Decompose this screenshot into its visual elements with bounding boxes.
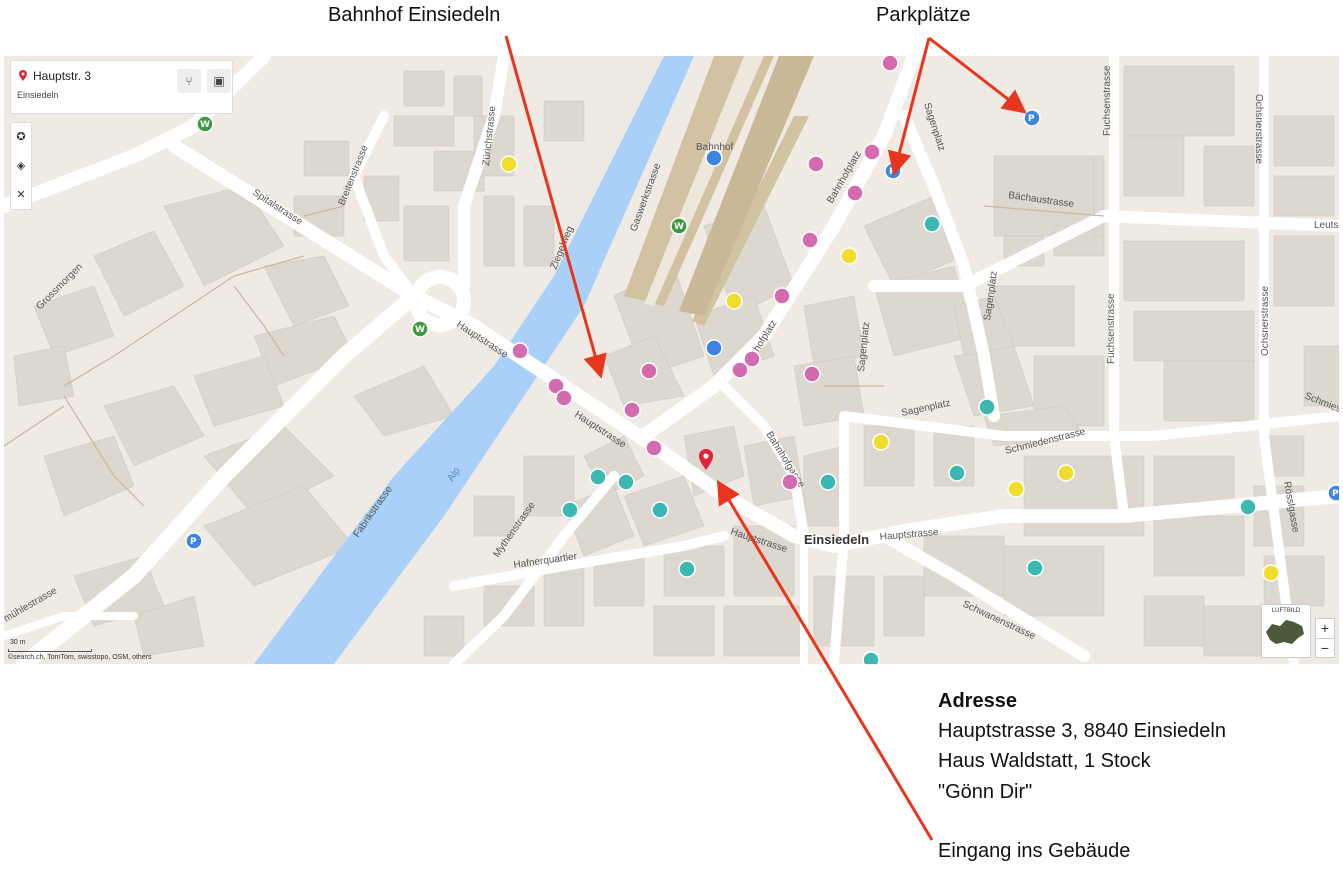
railway-platforms <box>624 56 814 326</box>
post-icon[interactable] <box>725 292 743 310</box>
wikipedia-icon[interactable]: W <box>670 217 688 235</box>
parking-icon[interactable]: P <box>185 532 203 550</box>
street-label-ochsnerstrasse-b: Ochsnerstrasse <box>1260 286 1271 356</box>
bike-rental-icon[interactable] <box>731 361 749 379</box>
zoom-in-button[interactable]: + <box>1316 619 1334 639</box>
shop-icon[interactable] <box>1262 564 1280 582</box>
svg-text:W: W <box>674 222 684 232</box>
wikipedia-icon[interactable]: W <box>411 320 429 338</box>
map-view[interactable]: Spitalstrasse Breitenstrasse Zürichstras… <box>4 56 1339 664</box>
map-tools: ✪ ◈ ✕ <box>10 122 32 210</box>
arrow-parking-2 <box>887 37 931 176</box>
restaurant-icon[interactable] <box>978 398 996 416</box>
hiking-icon[interactable] <box>781 473 799 491</box>
pharmacy-icon[interactable] <box>1007 480 1025 498</box>
restaurant-icon[interactable] <box>678 560 696 578</box>
bank-icon[interactable] <box>872 433 890 451</box>
address-line-3: "Gönn Dir" <box>938 781 1033 803</box>
restaurant-icon[interactable] <box>651 501 669 519</box>
parking-icon[interactable]: P <box>1327 484 1339 502</box>
address-heading: Adresse <box>938 690 1017 712</box>
zoom-out-button[interactable]: − <box>1320 640 1330 656</box>
svg-text:P: P <box>1332 489 1339 499</box>
aerial-view-label: LUFTBILD <box>1271 608 1301 614</box>
scale-label: 30 m <box>10 639 26 646</box>
street-label-leutschen: Leutse <box>1314 220 1339 231</box>
aerial-view-button[interactable]: LUFTBILD <box>1261 604 1311 658</box>
shop-icon[interactable] <box>1057 464 1075 482</box>
footpaths <box>4 205 1105 507</box>
bike-rental-icon[interactable] <box>623 401 641 419</box>
location-pin-icon[interactable] <box>699 449 713 470</box>
parking-icon[interactable]: P <box>1023 109 1041 127</box>
street-label-sagenplatz-b: Sagenplatz <box>856 321 872 372</box>
bike-rental-icon[interactable] <box>743 350 761 368</box>
wikipedia-icon[interactable]: W <box>196 115 214 133</box>
svg-text:P: P <box>1028 114 1035 124</box>
place-label-einsiedeln: Einsiedeln <box>804 532 869 547</box>
bar-icon[interactable] <box>1239 498 1257 516</box>
street-label-fuchsenstrasse-b: Fuchsenstrasse <box>1106 293 1117 364</box>
location-subtitle: Einsiedeln <box>17 90 59 100</box>
hiking-icon[interactable] <box>803 365 821 383</box>
map-attribution: ©search.ch, TomTom, swisstopo, OSM, othe… <box>8 654 152 661</box>
scale-bar <box>8 649 92 652</box>
route-button[interactable]: ⑂ <box>177 69 201 93</box>
bike-rental-icon[interactable] <box>807 155 825 173</box>
restaurant-icon[interactable] <box>862 651 880 664</box>
river-alp <box>254 56 694 664</box>
svg-text:P: P <box>190 537 197 547</box>
bike-rental-icon[interactable] <box>863 143 881 161</box>
location-title: Hauptstr. 3 <box>33 69 92 83</box>
svg-text:W: W <box>200 120 210 130</box>
address-line-1: Hauptstrasse 3, 8840 Einsiedeln <box>938 720 1226 742</box>
arrow-parking-1 <box>928 36 1027 114</box>
bike-rental-icon[interactable] <box>881 56 899 72</box>
arrow-bahnhof <box>504 35 607 379</box>
restaurant-icon[interactable] <box>1026 559 1044 577</box>
bike-rental-icon[interactable] <box>846 184 864 202</box>
callout-bahnhof-label: Bahnhof Einsiedeln <box>328 4 501 26</box>
tools-icon[interactable]: ✕ <box>16 189 26 201</box>
callout-entrance-label: Eingang ins Gebäude <box>938 840 1131 862</box>
roads <box>4 56 1339 664</box>
restaurant-icon[interactable] <box>589 468 607 486</box>
bike-rental-icon[interactable] <box>801 231 819 249</box>
hiking-icon[interactable] <box>555 389 573 407</box>
street-label-ochsnerstrasse-a: Ochsnerstrasse <box>1253 94 1264 164</box>
bike-rental-icon[interactable] <box>511 342 529 360</box>
arrow-entrance <box>716 479 934 841</box>
bus-stop-icon[interactable] <box>705 339 723 357</box>
restaurant-icon[interactable] <box>948 464 966 482</box>
street-label-fuchsenstrasse-a: Fuchsenstrasse <box>1102 65 1113 136</box>
restaurant-icon[interactable] <box>561 501 579 519</box>
bike-rental-icon[interactable] <box>547 377 565 395</box>
train-station-icon[interactable] <box>705 149 723 167</box>
poi-toggle-icon[interactable]: ✪ <box>16 131 26 143</box>
zoom-control: + − <box>1315 618 1335 658</box>
pin-icon <box>19 70 27 81</box>
restaurant-icon[interactable] <box>617 473 635 491</box>
svg-text:W: W <box>415 325 425 335</box>
transit-button[interactable]: ▣ <box>207 69 231 93</box>
callout-parking-label: Parkplätze <box>876 4 971 26</box>
layers-icon[interactable]: ◈ <box>16 160 26 172</box>
street-label-hauptstrasse-d: Hauptstrasse <box>879 527 939 543</box>
shop-icon[interactable] <box>500 155 518 173</box>
hiking-icon[interactable] <box>640 362 658 380</box>
restaurant-icon[interactable] <box>819 473 837 491</box>
address-line-2: Haus Waldstatt, 1 Stock <box>938 750 1151 772</box>
bike-rental-icon[interactable] <box>645 439 663 457</box>
bike-rental-icon[interactable] <box>773 287 791 305</box>
route-icon: ⑂ <box>185 74 193 88</box>
switzerland-thumbnail-icon <box>1266 620 1304 644</box>
roundabout <box>409 270 471 332</box>
bahnhof-map-label: Bahnhof <box>696 142 733 153</box>
fuel-icon[interactable] <box>840 247 858 265</box>
train-icon: ▣ <box>213 74 225 88</box>
location-panel: Hauptstr. 3 Einsiedeln ⑂ ▣ <box>10 60 233 114</box>
restaurant-icon[interactable] <box>923 215 941 233</box>
